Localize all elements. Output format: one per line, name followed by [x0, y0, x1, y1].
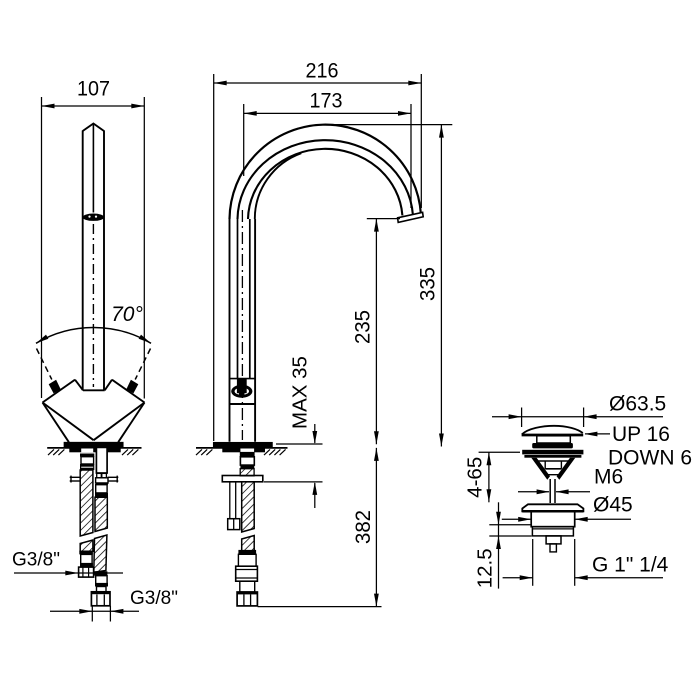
svg-text:M6: M6 — [594, 466, 623, 489]
svg-text:173: 173 — [310, 90, 343, 113]
svg-text:DOWN 6: DOWN 6 — [608, 447, 692, 470]
svg-text:12.5: 12.5 — [474, 548, 497, 588]
svg-text:Ø63.5: Ø63.5 — [609, 393, 666, 416]
svg-text:G3/8": G3/8" — [12, 550, 60, 571]
svg-text:MAX 35: MAX 35 — [289, 356, 312, 429]
svg-text:70°: 70° — [111, 303, 143, 326]
svg-text:UP 16: UP 16 — [612, 423, 670, 446]
svg-text:Ø45: Ø45 — [593, 494, 633, 517]
svg-text:107: 107 — [77, 78, 110, 101]
svg-text:235: 235 — [351, 310, 375, 344]
svg-text:G3/8": G3/8" — [130, 588, 178, 609]
svg-text:G 1" 1/4: G 1" 1/4 — [592, 554, 669, 577]
svg-text:216: 216 — [306, 60, 339, 83]
svg-text:4-65: 4-65 — [464, 457, 487, 498]
svg-text:382: 382 — [351, 510, 375, 544]
svg-text:335: 335 — [416, 267, 440, 301]
